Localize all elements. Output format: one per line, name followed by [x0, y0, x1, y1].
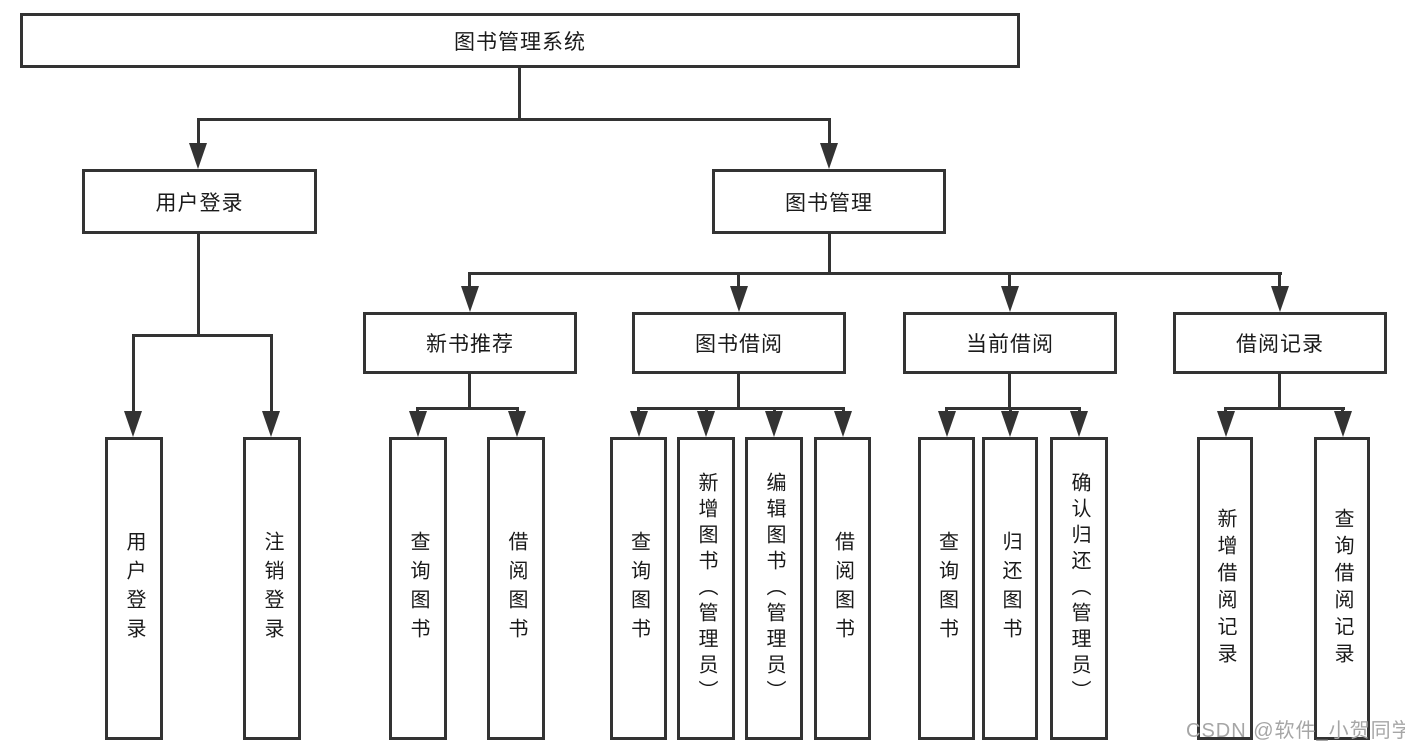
leaf-borrow-books-borrowing: 借阅图书	[814, 437, 871, 740]
leaf-label: 新增借阅记录	[1214, 507, 1236, 670]
leaf-label: 新增图书（管理员）	[695, 471, 717, 706]
leaf-label: 确认归还（管理员）	[1068, 471, 1090, 706]
csdn-watermark: CSDN @软件_小贺同学	[1186, 720, 1405, 742]
node-label: 图书管理	[785, 191, 873, 215]
arrowhead-icon	[697, 411, 715, 437]
node-label: 借阅记录	[1236, 333, 1324, 356]
leaf-label: 借阅图书	[505, 530, 527, 647]
leaf-label: 借阅图书	[831, 530, 854, 647]
node-label: 图书管理系统	[454, 30, 586, 54]
arrowhead-icon	[1217, 411, 1235, 437]
arrowhead-icon	[409, 411, 427, 437]
arrowhead-icon	[765, 411, 783, 437]
node-new-book-recommendation: 新书推荐	[363, 312, 577, 374]
leaf-label: 查询图书	[407, 530, 429, 647]
connector-line	[468, 272, 1282, 275]
arrowhead-icon	[820, 143, 838, 169]
node-label: 当前借阅	[966, 333, 1054, 356]
arrowhead-icon	[1001, 286, 1019, 312]
connector-line	[1008, 272, 1011, 290]
arrowhead-icon	[124, 411, 142, 437]
arrowhead-icon	[1271, 286, 1289, 312]
connector-line	[637, 407, 845, 410]
leaf-return-books: 归还图书	[982, 437, 1038, 740]
leaf-label: 用户登录	[123, 530, 145, 647]
leaf-label: 归还图书	[999, 530, 1021, 647]
connector-line	[737, 374, 740, 410]
connector-line	[132, 334, 273, 337]
node-label: 新书推荐	[426, 333, 514, 356]
leaf-add-books-admin: 新增图书（管理员）	[677, 437, 735, 740]
leaf-edit-books-admin: 编辑图书（管理员）	[745, 437, 803, 740]
arrowhead-icon	[730, 286, 748, 312]
connector-line	[1278, 272, 1281, 290]
arrowhead-icon	[630, 411, 648, 437]
connector-line	[828, 118, 831, 146]
arrowhead-icon	[189, 143, 207, 169]
arrowhead-icon	[1001, 411, 1019, 437]
leaf-query-books-recommendation: 查询图书	[389, 437, 447, 740]
connector-line	[197, 118, 200, 146]
connector-line	[1008, 374, 1011, 410]
leaf-label: 编辑图书（管理员）	[763, 471, 785, 706]
leaf-user-login: 用户登录	[105, 437, 163, 740]
node-label: 用户登录	[155, 191, 244, 215]
connector-line	[828, 234, 831, 275]
connector-line	[270, 334, 273, 414]
arrowhead-icon	[1334, 411, 1352, 437]
connector-line	[468, 272, 471, 290]
connector-line	[416, 407, 519, 410]
arrowhead-icon	[262, 411, 280, 437]
node-borrowing-records: 借阅记录	[1173, 312, 1387, 374]
arrowhead-icon	[508, 411, 526, 437]
leaf-query-books-current: 查询图书	[918, 437, 975, 740]
leaf-logout: 注销登录	[243, 437, 301, 740]
node-book-borrowing: 图书借阅	[632, 312, 846, 374]
connector-line	[197, 234, 200, 337]
connector-line	[197, 118, 831, 121]
node-label: 图书借阅	[695, 333, 783, 356]
node-library-management-system: 图书管理系统	[20, 13, 1020, 68]
arrowhead-icon	[461, 286, 479, 312]
leaf-add-borrow-record: 新增借阅记录	[1197, 437, 1253, 740]
leaf-label: 查询借阅记录	[1331, 507, 1353, 670]
leaf-borrow-books-recommendation: 借阅图书	[487, 437, 545, 740]
arrowhead-icon	[938, 411, 956, 437]
connector-line	[1278, 374, 1281, 410]
leaf-confirm-return-admin: 确认归还（管理员）	[1050, 437, 1108, 740]
leaf-label: 查询图书	[935, 530, 958, 647]
connector-line	[1224, 407, 1345, 410]
leaf-query-books-borrowing: 查询图书	[610, 437, 667, 740]
connector-line	[737, 272, 740, 290]
arrowhead-icon	[1070, 411, 1088, 437]
node-current-borrowing: 当前借阅	[903, 312, 1117, 374]
leaf-label: 注销登录	[261, 530, 283, 647]
leaf-label: 查询图书	[627, 530, 650, 647]
leaf-query-borrow-record: 查询借阅记录	[1314, 437, 1370, 740]
connector-line	[518, 68, 521, 120]
connector-line	[132, 334, 135, 414]
node-user-login: 用户登录	[82, 169, 317, 234]
connector-line	[468, 374, 471, 410]
connector-line	[945, 407, 1081, 410]
node-book-management: 图书管理	[712, 169, 946, 234]
arrowhead-icon	[834, 411, 852, 437]
